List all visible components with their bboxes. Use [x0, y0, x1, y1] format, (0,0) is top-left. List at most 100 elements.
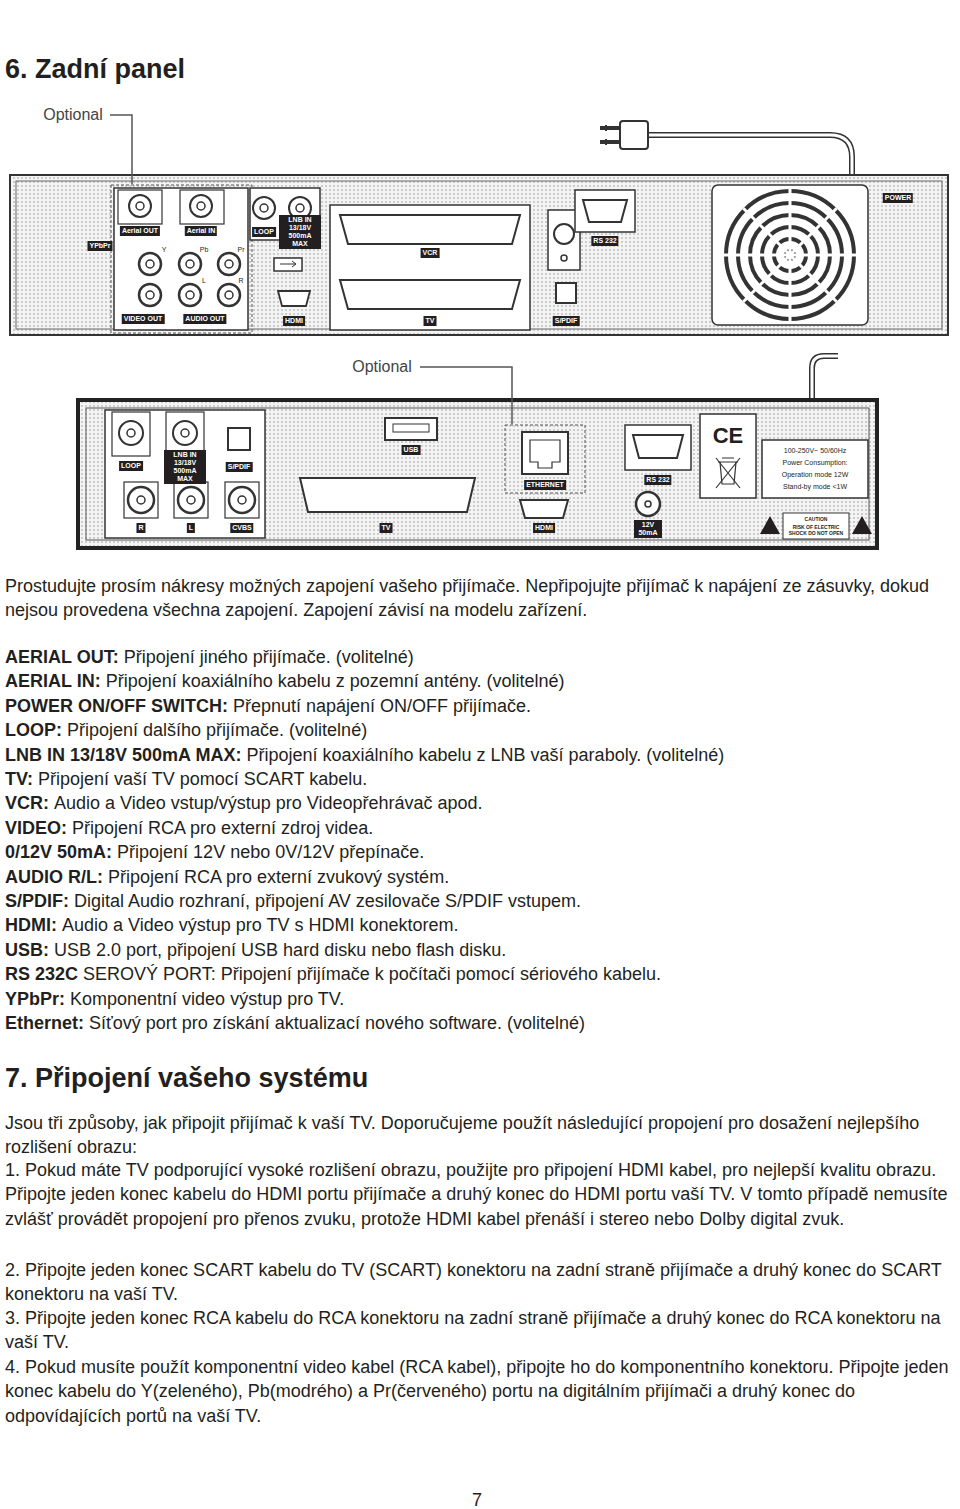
port-label: S/PDIF [553, 316, 580, 326]
term: HDMI: [5, 913, 57, 937]
port-label: S/PDIF [226, 462, 253, 472]
bottom-ports [385, 418, 437, 440]
av-module [129, 195, 151, 217]
body-text: 2. Připojte jeden konec SCART kabelu do … [5, 1258, 950, 1307]
rs232-port [583, 200, 627, 222]
port-label: TV [380, 523, 393, 533]
port-label: RS 232 [644, 475, 671, 485]
scart-module [330, 205, 530, 330]
bottom-av-module [173, 421, 197, 445]
page-number: 7 [472, 1489, 482, 1509]
term-description: Připojení dalšího přijímače. (volitelné) [67, 718, 367, 742]
av-module [139, 284, 161, 306]
bottom-av-module [112, 412, 150, 456]
term: VCR: [5, 791, 49, 815]
bottom-av-module [228, 428, 250, 450]
top-panel-housing [10, 175, 948, 335]
port-label: ETHERNET [524, 480, 566, 490]
bottom-av-module [174, 482, 208, 518]
term-description: Připojení RCA pro externí zvukový systém… [108, 865, 449, 889]
bottom-ports [520, 500, 568, 518]
body-text: 3. Připojte jeden konec RCA kabelu do RC… [5, 1306, 950, 1355]
power-cord [605, 125, 607, 145]
bottom-av-module [137, 496, 145, 504]
bottom-av-module [128, 487, 154, 513]
term-description: Připojení RCA pro externí zdroj videa. [72, 816, 373, 840]
av-module [180, 190, 224, 224]
term-description: SEROVÝ PORT: Připojení přijímače k počít… [83, 962, 661, 986]
bottom-av-module [105, 410, 265, 538]
warning-text: CAUTION [805, 516, 828, 522]
port-label: LNB IN 13/18V 500mA MAX [279, 215, 321, 249]
ce-mark: CE [713, 424, 744, 448]
term: TV: [5, 767, 33, 791]
bottom-av-module [105, 410, 265, 538]
term: POWER ON/OFF SWITCH: [5, 694, 228, 718]
port-label: LNB IN 13/18V 500mA MAX [164, 450, 206, 484]
port-label: L [201, 277, 207, 285]
term: LNB IN 13/18V 500mA MAX: [5, 743, 241, 767]
port-label: HDMI [283, 316, 305, 326]
rs232-port [575, 190, 635, 232]
port-label: VIDEO OUT [122, 314, 165, 324]
certification-marks [718, 458, 738, 484]
term-description: Připojení 12V nebo 0V/12V přepínače. [117, 840, 424, 864]
rating-text: 100-250V~ 50/60Hz [783, 447, 847, 455]
term: AUDIO R/L: [5, 865, 103, 889]
lnb-module [260, 204, 268, 212]
certification-marks [700, 414, 756, 498]
spdif-module [554, 224, 574, 244]
spdif-module [556, 283, 576, 303]
av-module [136, 202, 144, 210]
certification-marks [783, 513, 849, 539]
body-text: Prostudujte prosím nákresy možných zapoj… [5, 574, 950, 623]
top-panel-housing [16, 181, 942, 329]
av-module [118, 190, 162, 224]
av-module [218, 284, 240, 306]
term-description: Přepnutí napájení ON/OFF přijímače. [233, 694, 531, 718]
port-label: YPbPr [87, 241, 112, 251]
term-description: Audio a Video výstup pro TV s HDMI konek… [62, 913, 459, 937]
power-cord [620, 121, 648, 149]
certification-marks [716, 458, 740, 488]
bottom-av-module [229, 487, 255, 513]
scart-module [330, 205, 530, 330]
bottom-av-module [127, 429, 135, 437]
scart-module [340, 215, 520, 244]
av-module [179, 253, 201, 275]
term-description: Audio a Video vstup/výstup pro Videopřeh… [54, 791, 483, 815]
term: Ethernet: [5, 1011, 84, 1035]
lnb-module [278, 291, 310, 306]
term-description: Síťový port pro získání aktualizací nové… [89, 1011, 585, 1035]
port-label: R [136, 523, 145, 533]
av-module [190, 195, 212, 217]
fan-grille [712, 185, 868, 325]
port-label: HDMI [533, 523, 555, 533]
certification-marks [700, 414, 872, 539]
av-module [179, 284, 201, 306]
term: YPbPr: [5, 987, 65, 1011]
bottom-av-module [119, 421, 143, 445]
bottom-av-module [124, 482, 158, 518]
bottom-av-module [187, 496, 195, 504]
port-label: VCR [421, 248, 440, 258]
bottom-ports [645, 501, 651, 507]
term: 0/12V 50mA: [5, 840, 112, 864]
av-module [225, 291, 233, 299]
term-description: Připojení jiného přijímače. (volitelné) [124, 645, 414, 669]
av-module [186, 260, 194, 268]
bottom-optional-bracket [420, 367, 512, 424]
bottom-panel-housing [86, 408, 869, 540]
term: S/PDIF: [5, 889, 69, 913]
body-text: 1. Pokud máte TV podporující vysoké rozl… [5, 1158, 950, 1231]
term: AERIAL OUT: [5, 645, 119, 669]
bottom-ports [633, 435, 683, 458]
rating-text: Operation mode 12W [781, 471, 850, 479]
term: AERIAL IN: [5, 669, 101, 693]
term-description: USB 2.0 port, připojení USB hard disku n… [54, 938, 506, 962]
bottom-optional-bracket [420, 367, 585, 493]
port-label: POWER [883, 193, 913, 203]
bottom-av-module [225, 482, 259, 518]
port-label: Aerial IN [185, 226, 217, 236]
